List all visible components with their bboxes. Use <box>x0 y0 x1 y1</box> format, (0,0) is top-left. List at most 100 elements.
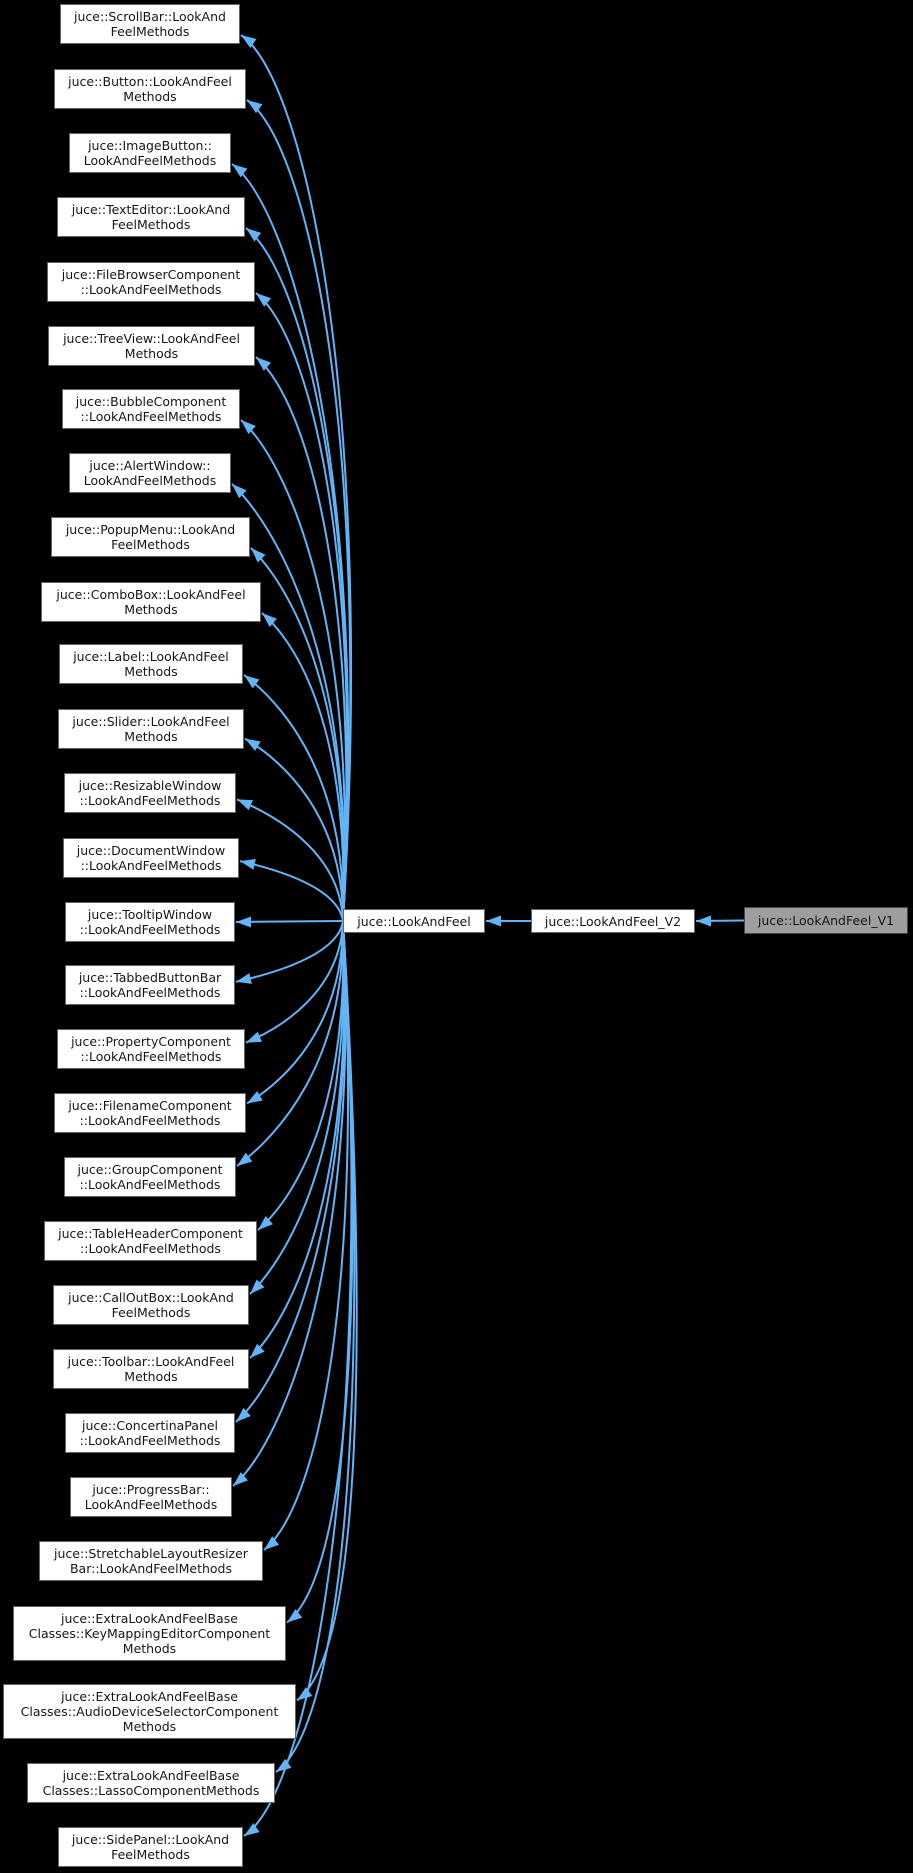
arrowhead-icon <box>486 915 501 927</box>
class-node-label: juce::DocumentWindow ::LookAndFeelMethod… <box>76 843 226 873</box>
inheritance-edge <box>275 920 356 1773</box>
arrowhead-icon <box>244 675 260 689</box>
class-node-label: juce::TooltipWindow ::LookAndFeelMethods <box>79 907 221 937</box>
arrowhead-icon <box>247 100 263 114</box>
class-node-lookandfeel_v1[interactable]: juce::LookAndFeel_V1 <box>744 907 908 934</box>
class-node-stretchableresizer[interactable]: juce::StretchableLayoutResizer Bar::Look… <box>39 1541 263 1581</box>
class-node-tableheader[interactable]: juce::TableHeaderComponent ::LookAndFeel… <box>44 1221 257 1261</box>
arrowhead-icon <box>241 35 257 49</box>
class-node-label: juce::SidePanel::LookAnd FeelMethods <box>71 1832 230 1862</box>
arrowhead-icon <box>240 859 256 870</box>
inheritance-edge <box>236 920 345 1167</box>
arrowhead-icon <box>246 228 262 242</box>
class-node-label: juce::ScrollBar::LookAnd FeelMethods <box>74 9 226 39</box>
inheritance-edge <box>255 356 348 922</box>
class-node-slider[interactable]: juce::Slider::LookAndFeel Methods <box>58 709 244 749</box>
class-node-filenamecomponent[interactable]: juce::FilenameComponent ::LookAndFeelMet… <box>54 1093 246 1133</box>
class-node-label: juce::LookAndFeel_V2 <box>544 913 682 929</box>
class-node-label: juce::ExtraLookAndFeelBase Classes::Audi… <box>20 1689 279 1734</box>
class-node-label: juce::StretchableLayoutResizer Bar::Look… <box>54 1546 248 1576</box>
class-node-concertinapanel[interactable]: juce::ConcertinaPanel ::LookAndFeelMetho… <box>65 1413 235 1453</box>
class-node-progressbar[interactable]: juce::ProgressBar:: LookAndFeelMethods <box>70 1477 232 1517</box>
class-node-alertwindow[interactable]: juce::AlertWindow:: LookAndFeelMethods <box>69 453 231 493</box>
class-node-lookandfeel_v2[interactable]: juce::LookAndFeel_V2 <box>531 909 695 933</box>
arrowhead-icon <box>246 1031 262 1043</box>
arrowhead-icon <box>256 357 271 371</box>
class-node-label: juce::BubbleComponent ::LookAndFeelMetho… <box>75 394 227 424</box>
class-node-popupmenu[interactable]: juce::PopupMenu::LookAnd FeelMethods <box>51 517 250 557</box>
inheritance-edge <box>246 99 352 922</box>
class-node-label: juce::TreeView::LookAndFeel Methods <box>63 331 240 361</box>
class-node-label: juce::FilenameComponent ::LookAndFeelMet… <box>68 1098 232 1128</box>
arrowhead-icon <box>276 1758 292 1772</box>
class-node-label: juce::LookAndFeel_V1 <box>757 913 895 928</box>
class-node-label[interactable]: juce::Label::LookAndFeel Methods <box>59 644 243 684</box>
arrowhead-icon <box>232 164 248 178</box>
arrowhead-icon <box>247 1091 263 1104</box>
arrowhead-icon <box>696 915 711 927</box>
class-node-texteditor[interactable]: juce::TextEditor::LookAnd FeelMethods <box>57 197 245 237</box>
class-node-button[interactable]: juce::Button::LookAndFeel Methods <box>54 69 246 109</box>
inheritance-edge <box>257 920 345 1231</box>
class-node-label: juce::GroupComponent ::LookAndFeelMethod… <box>77 1162 223 1192</box>
class-node-combobox[interactable]: juce::ComboBox::LookAndFeel Methods <box>41 582 261 622</box>
class-node-groupcomponent[interactable]: juce::GroupComponent ::LookAndFeelMethod… <box>64 1157 236 1197</box>
arrowhead-icon <box>236 973 252 984</box>
class-node-scrollbar[interactable]: juce::ScrollBar::LookAnd FeelMethods <box>60 4 240 44</box>
inheritance-edge <box>236 798 344 922</box>
class-node-bubblecomponent[interactable]: juce::BubbleComponent ::LookAndFeelMetho… <box>62 389 240 429</box>
class-node-label: juce::CallOutBox::LookAnd FeelMethods <box>68 1290 234 1320</box>
class-node-lookandfeel[interactable]: juce::LookAndFeel <box>343 909 485 933</box>
class-node-label: juce::PropertyComponent ::LookAndFeelMet… <box>71 1034 231 1064</box>
class-node-filebrowser[interactable]: juce::FileBrowserComponent ::LookAndFeel… <box>47 262 255 302</box>
arrowhead-icon <box>256 293 272 307</box>
inheritance-edge <box>232 920 347 1487</box>
class-node-audiodeviceselector[interactable]: juce::ExtraLookAndFeelBase Classes::Audi… <box>3 1684 296 1739</box>
class-node-keymappingeditor[interactable]: juce::ExtraLookAndFeelBase Classes::KeyM… <box>13 1606 286 1661</box>
inheritance-edge <box>244 737 345 922</box>
class-node-resizablewindow[interactable]: juce::ResizableWindow ::LookAndFeelMetho… <box>64 773 236 813</box>
class-node-label: juce::Label::LookAndFeel Methods <box>73 649 229 679</box>
class-node-sidepanel[interactable]: juce::SidePanel::LookAnd FeelMethods <box>58 1827 243 1867</box>
inheritance-edge <box>263 920 349 1551</box>
class-node-label: juce::AlertWindow:: LookAndFeelMethods <box>83 458 217 488</box>
arrowhead-icon <box>251 548 266 563</box>
arrowhead-icon <box>236 916 251 928</box>
arrowhead-icon <box>244 1823 260 1836</box>
class-node-propertycomponent[interactable]: juce::PropertyComponent ::LookAndFeelMet… <box>57 1029 245 1069</box>
arrowhead-icon <box>236 1407 251 1422</box>
class-node-label: juce::Toolbar::LookAndFeel Methods <box>67 1354 235 1384</box>
class-node-toolbar[interactable]: juce::Toolbar::LookAndFeel Methods <box>53 1349 249 1389</box>
inheritance-edge <box>235 920 344 923</box>
class-node-label: juce::TableHeaderComponent ::LookAndFeel… <box>58 1226 243 1256</box>
arrowhead-icon <box>258 1215 273 1230</box>
class-node-label: juce::Slider::LookAndFeel Methods <box>72 714 230 744</box>
class-node-label: juce::TabbedButtonBar ::LookAndFeelMetho… <box>78 970 222 1000</box>
class-node-label: juce::ExtraLookAndFeelBase Classes::Lass… <box>42 1768 260 1798</box>
class-node-label: juce::ResizableWindow ::LookAndFeelMetho… <box>78 778 222 808</box>
class-node-tabbedbuttonbar[interactable]: juce::TabbedButtonBar ::LookAndFeelMetho… <box>65 965 235 1005</box>
class-node-lassocomponent[interactable]: juce::ExtraLookAndFeelBase Classes::Lass… <box>27 1763 275 1803</box>
inheritance-edge <box>249 920 345 1295</box>
arrowhead-icon <box>237 799 253 811</box>
arrowhead-icon <box>250 1279 265 1294</box>
class-node-label: juce::LookAndFeel <box>357 913 471 929</box>
arrowhead-icon <box>241 420 256 435</box>
class-node-calloutbox[interactable]: juce::CallOutBox::LookAnd FeelMethods <box>53 1285 249 1325</box>
arrowhead-icon <box>262 613 277 628</box>
arrowhead-icon <box>297 1687 313 1701</box>
arrowhead-icon <box>233 1472 248 1486</box>
inheritance-edge <box>246 920 345 1105</box>
inheritance-edge <box>261 612 345 922</box>
class-node-documentwindow[interactable]: juce::DocumentWindow ::LookAndFeelMethod… <box>63 838 239 878</box>
class-node-tooltipwindow[interactable]: juce::TooltipWindow ::LookAndFeelMethods <box>65 902 235 942</box>
class-node-label: juce::PopupMenu::LookAnd FeelMethods <box>65 522 236 552</box>
class-node-imagebutton[interactable]: juce::ImageButton:: LookAndFeelMethods <box>69 133 231 173</box>
class-node-label: juce::TextEditor::LookAnd FeelMethods <box>71 202 231 232</box>
class-node-treeview[interactable]: juce::TreeView::LookAndFeel Methods <box>48 326 255 366</box>
class-node-label: juce::ImageButton:: LookAndFeelMethods <box>83 138 217 168</box>
inheritance-edge <box>250 547 345 922</box>
